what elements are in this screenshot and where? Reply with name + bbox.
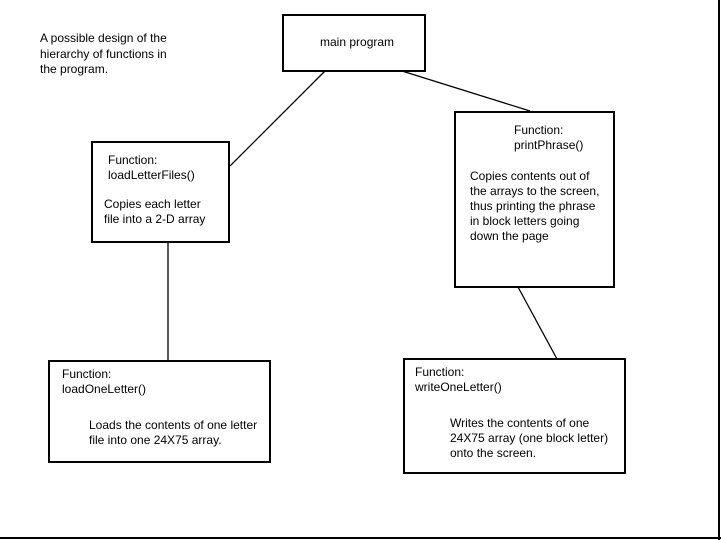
function-description: Copies contents out of <box>470 169 590 183</box>
function-description: Writes the contents of one <box>450 416 590 430</box>
edge-main-to-loadLetterFiles <box>229 70 326 167</box>
function-description: 24X75 array (one block letter) <box>450 431 609 445</box>
function-description: Copies each letter <box>104 197 201 211</box>
function-description: the arrays to the screen, <box>470 184 600 198</box>
function-kind-label: Function: <box>415 365 465 379</box>
function-name: writeOneLetter() <box>415 380 502 394</box>
diagram-caption: A possible design of the hierarchy of fu… <box>40 31 190 78</box>
function-description: file into a 2-D array <box>104 212 206 226</box>
function-name: loadLetterFiles() <box>108 168 195 182</box>
caption-line: hierarchy of functions in <box>40 46 167 61</box>
edge-printPhrase-to-writeOneLetter <box>517 286 558 360</box>
function-description: file into one 24X75 array. <box>89 433 222 447</box>
function-description: in block letters going <box>470 214 580 228</box>
function-description: down the page <box>470 229 549 243</box>
node-main-program[interactable]: main program <box>282 14 426 72</box>
function-kind-label: Function: <box>514 123 564 137</box>
function-kind-label: Function: <box>108 153 158 167</box>
node-loadOneLetter[interactable]: Function: loadOneLetter() Loads the cont… <box>48 360 271 463</box>
caption-line: the program. <box>40 62 109 76</box>
frame-border-bottom <box>0 537 721 539</box>
function-description: onto the screen. <box>450 446 537 460</box>
function-name: loadOneLetter() <box>62 382 147 396</box>
node-label: main program <box>320 35 395 49</box>
function-name: printPhrase() <box>514 138 584 152</box>
function-description: Loads the contents of one letter <box>89 418 258 432</box>
frame-border-right <box>718 0 720 540</box>
function-description: thus printing the phrase <box>470 199 596 213</box>
function-kind-label: Function: <box>62 367 112 381</box>
node-loadLetterFiles[interactable]: Function: loadLetterFiles() Copies each … <box>91 141 230 243</box>
node-writeOneLetter[interactable]: Function: writeOneLetter() Writes the co… <box>403 358 626 474</box>
edge-main-to-printPhrase <box>401 70 531 112</box>
caption-line: A possible design of the <box>40 31 167 45</box>
node-printPhrase[interactable]: Function: printPhrase() Copies contents … <box>454 111 615 288</box>
